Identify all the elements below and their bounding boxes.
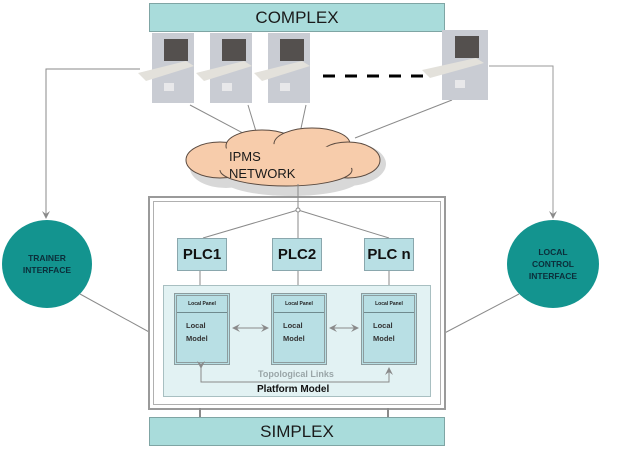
local-model-label: Local Model xyxy=(373,321,395,343)
workstation-console-icon xyxy=(138,33,194,103)
topological-links-path xyxy=(197,361,393,383)
local-control-interface-node: LOCAL CONTROL INTERFACE xyxy=(507,220,599,308)
simulator-inner-frame xyxy=(153,201,441,405)
link-consoleN-network xyxy=(354,99,453,139)
plc-n: PLC n xyxy=(364,238,414,271)
plc-2: PLC2 xyxy=(272,238,322,271)
plc-2-label: PLC2 xyxy=(277,246,317,263)
link-console-to-local-control xyxy=(489,65,557,219)
workstation-console-icon xyxy=(254,33,310,103)
local-panel-label: Local Panel xyxy=(364,296,414,313)
local-model-label: Local Model xyxy=(283,321,305,343)
local-module-2: Local Panel Local Model xyxy=(271,293,327,365)
local-panel-label: Local Panel xyxy=(177,296,227,313)
link-hub-plc1 xyxy=(202,209,299,239)
complex-banner: COMPLEX xyxy=(149,3,445,32)
local-panel-label: Local Panel xyxy=(274,296,324,313)
network-hub-node xyxy=(295,207,301,213)
plc-n-label: PLC n xyxy=(367,246,411,263)
simplex-banner: SIMPLEX xyxy=(149,417,445,446)
local-control-interface-label: LOCAL CONTROL INTERFACE xyxy=(528,247,578,281)
link-hub-plcn xyxy=(297,209,390,239)
local-module-1: Local Panel Local Model xyxy=(174,293,230,365)
platform-model-label: Platform Model xyxy=(257,384,330,395)
workstation-console-icon xyxy=(422,30,488,100)
local-model-label: Local Model xyxy=(186,321,208,343)
simplex-label: SIMPLEX xyxy=(260,421,334,441)
local-module-n: Local Panel Local Model xyxy=(361,293,417,365)
network-label: IPMS NETWORK xyxy=(229,149,296,181)
trainer-interface-label: TRAINER INTERFACE xyxy=(22,253,72,275)
trainer-interface-node: TRAINER INTERFACE xyxy=(2,220,92,308)
workstation-console-icon xyxy=(196,33,252,103)
network-cloud-icon xyxy=(185,127,386,196)
link-console-to-trainer xyxy=(42,68,140,219)
complex-label: COMPLEX xyxy=(255,7,339,27)
link-trainer-platform xyxy=(79,293,161,339)
plc-1: PLC1 xyxy=(177,238,227,271)
topological-links-label: Topological Links xyxy=(258,369,334,379)
link-local-control-platform xyxy=(434,293,520,339)
plc-1-label: PLC1 xyxy=(182,246,222,263)
